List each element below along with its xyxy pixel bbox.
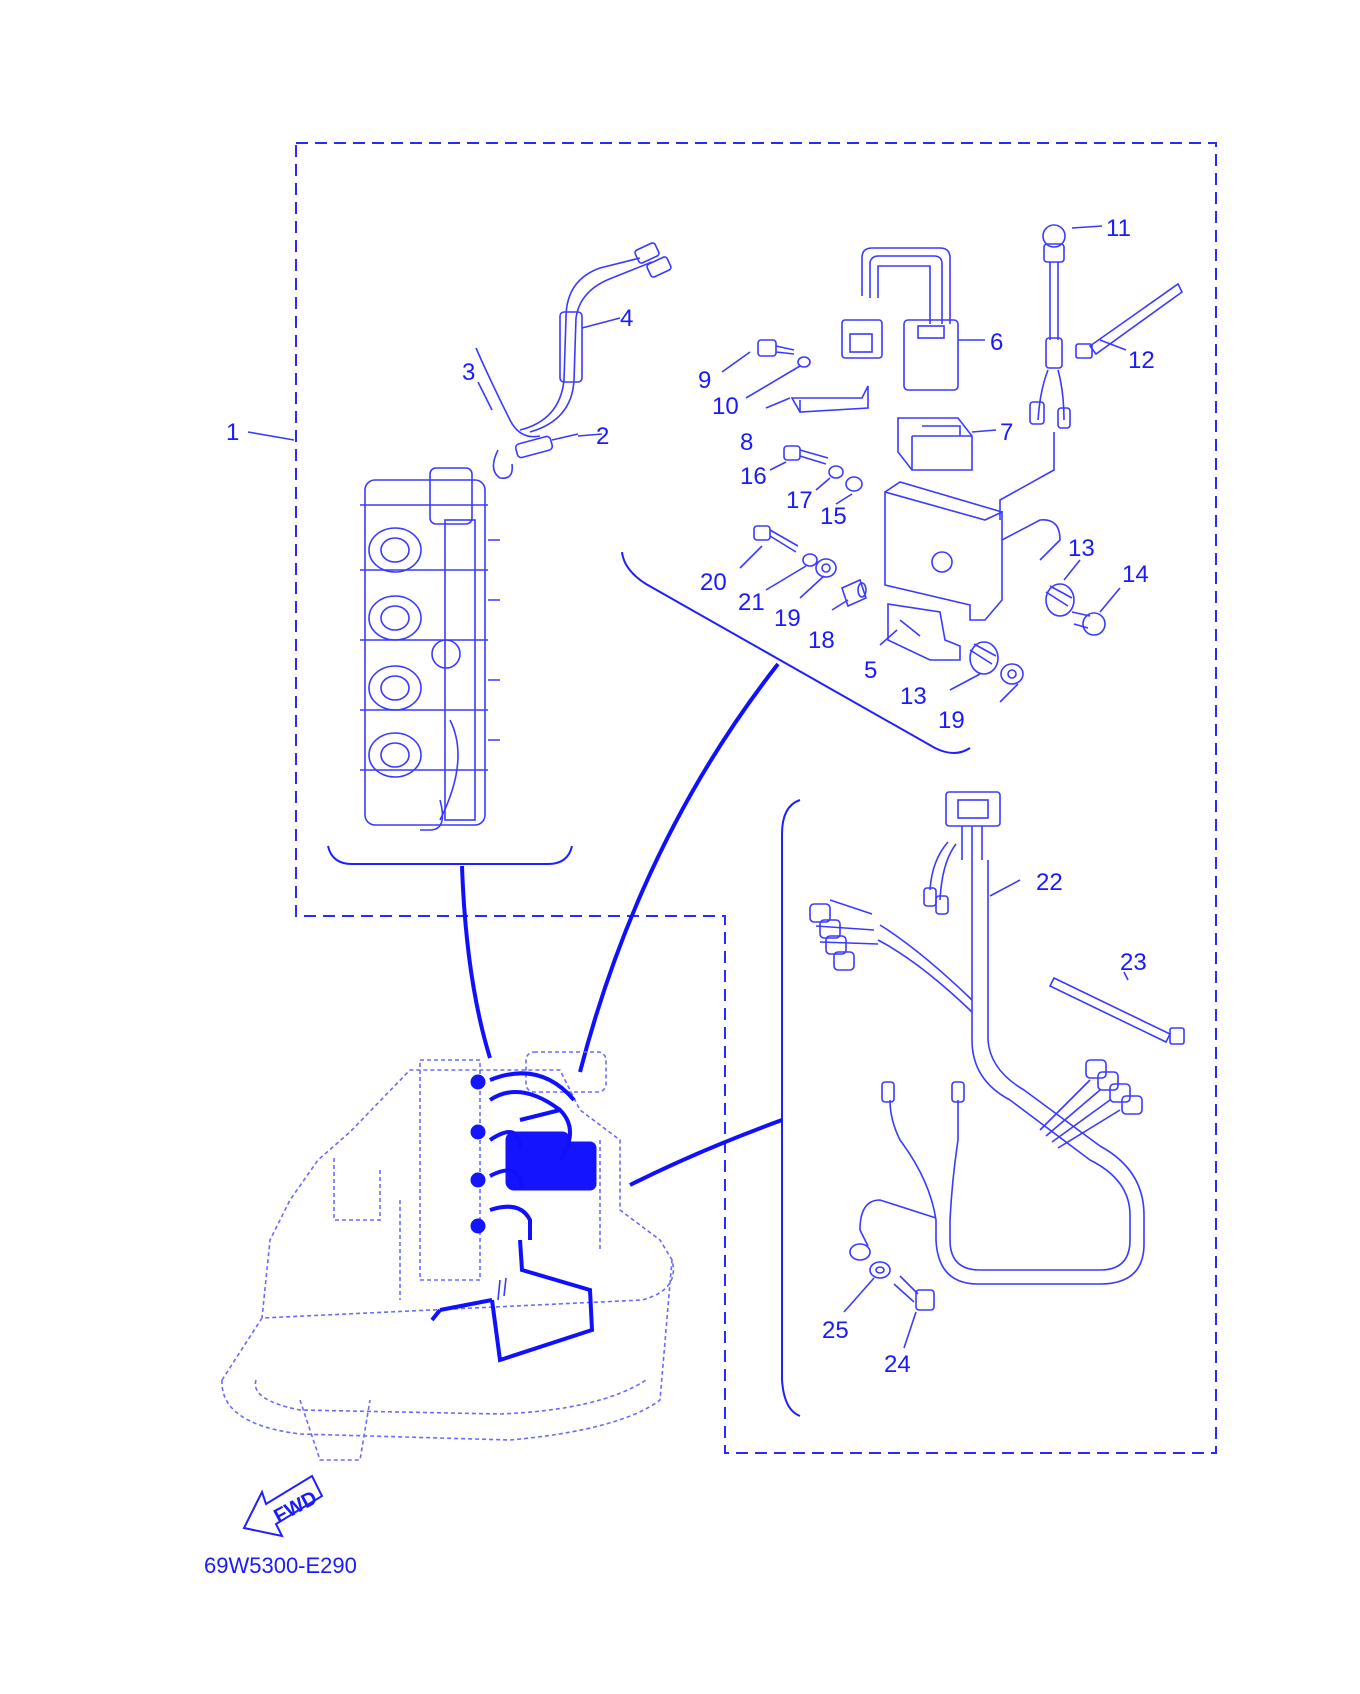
callout-25: 25 — [822, 1317, 849, 1344]
engine-block-outline — [221, 1051, 675, 1461]
callout-16: 16 — [740, 463, 767, 490]
leader-lines — [247, 225, 1129, 1349]
callout-2: 2 — [596, 423, 609, 450]
part-13-grommet-drawing — [969, 583, 1075, 675]
callout-3: 3 — [462, 359, 475, 386]
part-7-cover-drawing — [897, 417, 973, 471]
callout-5: 5 — [864, 657, 877, 684]
part-20-bolt-drawing — [753, 525, 799, 553]
callout-13b: 13 — [900, 683, 927, 710]
callout-12: 12 — [1128, 347, 1155, 374]
callout-23: 23 — [1120, 949, 1147, 976]
callout-18: 18 — [808, 627, 835, 654]
callout-8: 8 — [740, 429, 753, 456]
part-4-lead-drawing — [519, 242, 672, 433]
part-21-washer-drawing — [802, 553, 818, 567]
callout-6: 6 — [990, 329, 1003, 356]
part-11-switch-drawing — [999, 224, 1071, 520]
part-10-washer-drawing — [797, 356, 811, 368]
callout-15: 15 — [820, 503, 847, 530]
callout-9: 9 — [698, 367, 711, 394]
callout-4: 4 — [620, 305, 633, 332]
harness-link-line — [629, 1118, 783, 1187]
fwd-label: FWD — [270, 1487, 321, 1528]
part-24-bolt-drawing — [893, 1275, 935, 1311]
part-9-bolt-drawing — [757, 339, 795, 357]
diagram-code: 69W5300-E290 — [204, 1553, 357, 1578]
callout-13a: 13 — [1068, 535, 1095, 562]
part-14-collar-drawing — [1071, 611, 1106, 636]
callout-19a: 19 — [774, 605, 801, 632]
part-15-washer-drawing — [845, 476, 863, 492]
assembly-dashed-outline — [295, 142, 1217, 1454]
part-12-cable-tie-drawing — [1075, 282, 1184, 359]
bracket-link-line — [578, 662, 780, 1073]
callout-10: 10 — [712, 393, 739, 420]
fwd-arrow: FWD — [242, 1474, 324, 1538]
callout-20: 20 — [700, 569, 727, 596]
part-22-wire-harness-drawing — [809, 791, 1145, 1285]
callout-1: 1 — [226, 419, 239, 446]
part-8-plate-drawing — [790, 385, 869, 413]
callout-22: 22 — [1036, 869, 1063, 896]
callout-17: 17 — [786, 487, 813, 514]
callout-19b: 19 — [938, 707, 965, 734]
harness-group-bracket — [781, 799, 801, 1417]
part-5-bracket-drawing — [884, 481, 1061, 661]
part-18-collar-drawing — [841, 578, 867, 608]
carburetor-group-bracket — [327, 845, 573, 865]
part-2-sensor-drawing — [514, 433, 579, 459]
part-16-bolt-drawing — [783, 445, 829, 465]
bracket-group-bracket — [621, 551, 971, 754]
carburetor-assembly-drawing — [360, 467, 500, 831]
engine-wiring-harness — [430, 1071, 597, 1363]
part-6-regulator-drawing — [841, 247, 959, 391]
part-19-washer-drawing — [815, 558, 1024, 685]
callout-14: 14 — [1122, 561, 1149, 588]
part-25-washer-drawing — [869, 1261, 891, 1279]
part-17-washer-drawing — [828, 465, 844, 479]
part-23-cable-tie-drawing — [1048, 976, 1185, 1045]
part-3-wire-drawing — [475, 347, 541, 480]
callout-7: 7 — [1000, 419, 1013, 446]
callout-21: 21 — [738, 589, 765, 616]
callout-24: 24 — [884, 1351, 911, 1378]
callout-11: 11 — [1106, 215, 1131, 242]
carburetor-link-line — [460, 865, 492, 1059]
